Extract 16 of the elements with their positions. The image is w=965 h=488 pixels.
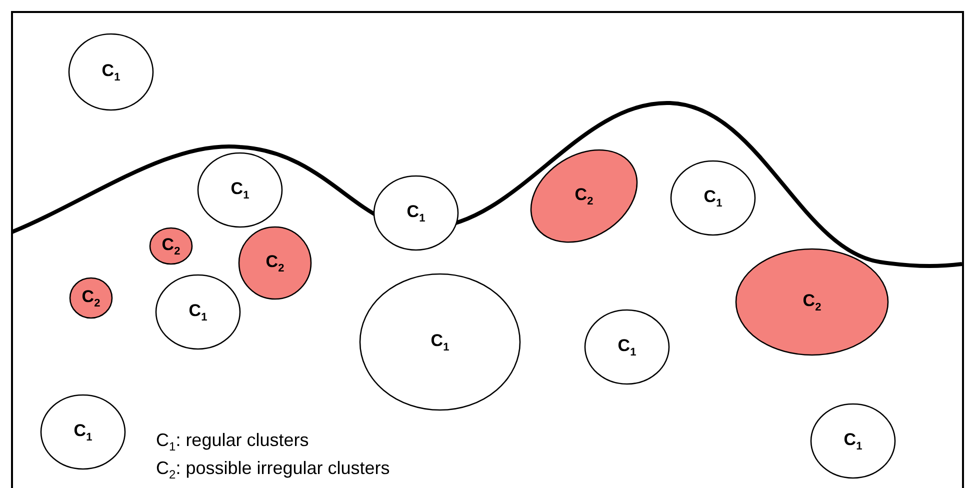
cluster-label: C$_{1}$ (188, 300, 208, 324)
note-text: C$_{1}$: regular clusters (156, 430, 309, 454)
cluster-label: C$_{2}$ (82, 286, 100, 310)
cluster-label: C$_{1}$ (74, 420, 92, 444)
cluster-label: C$_{2}$ (162, 234, 180, 258)
cluster-label: C$_{1}$ (618, 336, 636, 358)
cluster-label: C$_{1}$ (844, 430, 862, 452)
cluster-label: C$_{2}$ (266, 252, 284, 274)
cluster-label: C$_{2}$ (574, 184, 594, 208)
cluster-label: C$_{1}$ (430, 330, 450, 354)
cluster-label: C$_{2}$ (802, 290, 822, 314)
note-text: C$_{2}$: possible irregular clusters (156, 458, 390, 482)
cluster-label: C$_{1}$ (102, 60, 120, 84)
cluster-label: C$_{1}$ (704, 186, 722, 210)
cluster-label: C$_{1}$ (406, 202, 426, 224)
cluster-label: C$_{1}$ (230, 178, 250, 202)
